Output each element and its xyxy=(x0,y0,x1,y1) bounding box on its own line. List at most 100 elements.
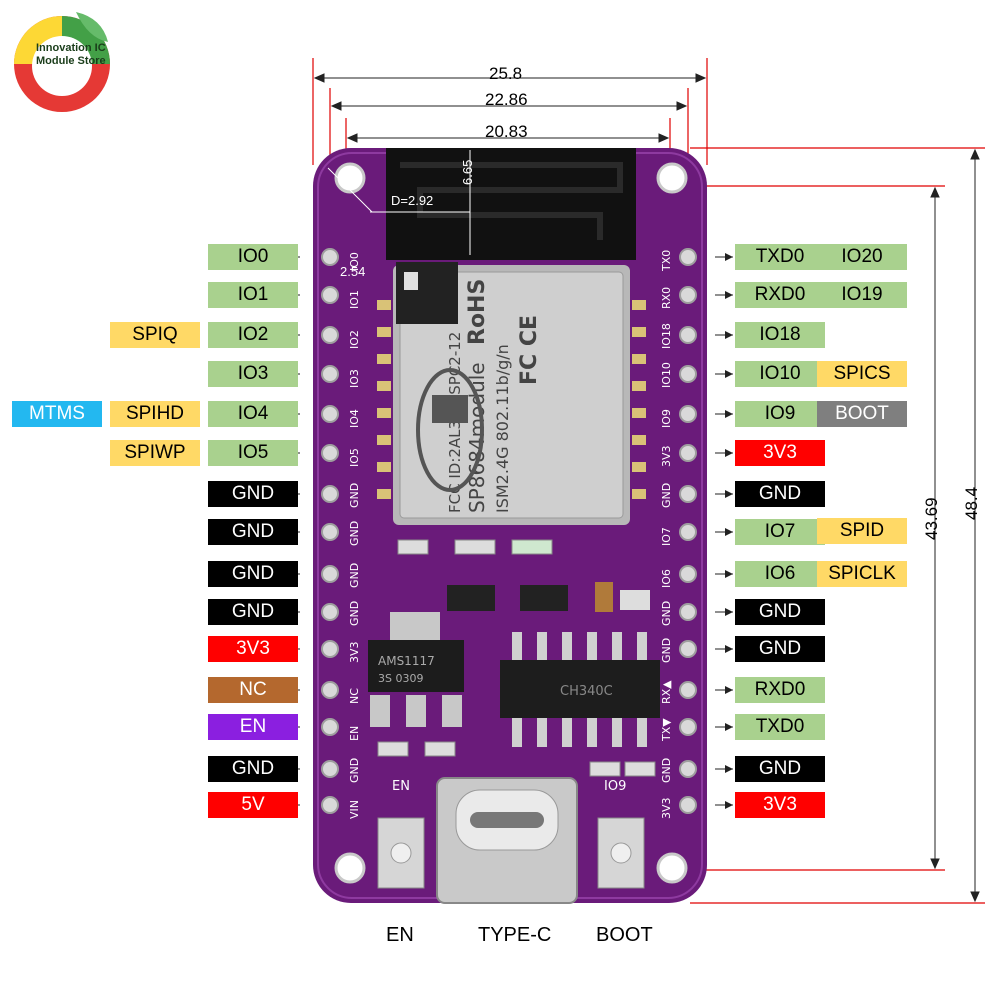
right-pin-hole xyxy=(679,286,697,304)
right-pin-label: TXD0 xyxy=(735,244,825,270)
label-mtms: MTMS xyxy=(12,401,102,427)
left-pin-hole xyxy=(321,405,339,423)
left-pin-label: IO0 xyxy=(208,244,298,270)
left-pin-silk: EN xyxy=(348,726,361,741)
left-pin-label: 3V3 xyxy=(208,636,298,662)
label-spihd: SPIHD xyxy=(110,401,200,427)
left-pin-silk: GND xyxy=(348,601,361,626)
left-pin-header: IO0IO1IO2IO3IO4IO5GNDGNDGNDGND3V3NCENGND… xyxy=(321,248,361,819)
right-pin-silk: IO6 xyxy=(660,569,673,588)
label-spid: SPID xyxy=(817,518,907,544)
right-pin-label: RXD0 xyxy=(735,677,825,703)
right-pin-arrow-head xyxy=(725,291,733,299)
right-pin-arrow-head xyxy=(725,410,733,418)
label-boot: BOOT xyxy=(817,401,907,427)
right-pin-hole xyxy=(679,681,697,699)
right-pin-arrow-head xyxy=(725,765,733,773)
right-pin-silk: IO10 xyxy=(660,362,673,388)
left-pin-silk: IO5 xyxy=(348,448,361,467)
right-pin-label: 3V3 xyxy=(735,792,825,818)
label-io19: IO19 xyxy=(817,282,907,308)
dim-height-outer: 48.4 xyxy=(962,486,981,520)
right-pin-arrow-head xyxy=(725,449,733,457)
right-pin-silk: 3V3 xyxy=(660,797,673,819)
inner-dimension-lines xyxy=(327,150,471,255)
board-io9-silk: IO9 xyxy=(604,779,626,794)
right-pin-label: GND xyxy=(735,599,825,625)
left-pin-hole xyxy=(321,523,339,541)
brand-name: Innovation IC Module Store xyxy=(36,42,106,68)
right-pin-hole xyxy=(679,603,697,621)
left-pin-silk: IO1 xyxy=(348,290,361,309)
module-model: SP8684module xyxy=(465,362,489,513)
left-pin-hole xyxy=(321,565,339,583)
left-pin-silk: IO2 xyxy=(348,330,361,349)
right-pin-silk: GND xyxy=(660,638,673,663)
left-pin-silk: 3V3 xyxy=(348,641,361,663)
left-pin-label: GND xyxy=(208,519,298,545)
right-pin-silk: TX0 xyxy=(660,250,673,272)
right-pin-silk: 3V3 xyxy=(660,445,673,467)
right-pin-arrow-head xyxy=(725,528,733,536)
regulator-legs xyxy=(370,695,462,727)
left-pin-hole xyxy=(321,286,339,304)
left-pin-silk: IO0 xyxy=(348,252,361,271)
right-dimension-arrows xyxy=(930,148,980,903)
regulator-tab xyxy=(390,612,440,642)
right-pin-silk: GND xyxy=(660,601,673,626)
dim-width-mid: 22.86 xyxy=(485,90,528,109)
label-spiclk: SPICLK xyxy=(817,561,907,587)
right-pin-hole xyxy=(679,444,697,462)
left-pin-label: NC xyxy=(208,677,298,703)
left-pin-label: IO3 xyxy=(208,361,298,387)
dim-width-inner: 20.83 xyxy=(485,122,528,141)
left-pin-hole xyxy=(321,365,339,383)
bottom-caps xyxy=(377,741,656,777)
dim-height-holes: 43.69 xyxy=(922,497,941,540)
right-pin-arrow-head xyxy=(725,490,733,498)
dim-antenna-height: 6.65 xyxy=(460,159,475,185)
right-pin-label: IO6 xyxy=(735,561,825,587)
left-pin-silk: GND xyxy=(348,758,361,783)
right-pin-arrow-head xyxy=(725,801,733,809)
right-dimension-lines xyxy=(690,147,985,904)
right-pin-hole xyxy=(679,523,697,541)
right-pin-label: IO9 xyxy=(735,401,825,427)
left-pin-hole xyxy=(321,681,339,699)
bottom-label-en: EN xyxy=(386,924,414,946)
right-pin-arrow-head xyxy=(725,253,733,261)
left-pin-label: GND xyxy=(208,561,298,587)
right-pin-header: TX0RX0IO18IO10IO93V3GNDIO7IO6GNDGNDRX▲TX… xyxy=(660,248,697,819)
transistors xyxy=(447,582,650,612)
right-pin-hole xyxy=(679,365,697,383)
en-button[interactable] xyxy=(377,817,425,889)
right-pin-silk: GND xyxy=(660,758,673,783)
dim-width-outer: 25.8 xyxy=(489,64,523,83)
ams-text: AMS1117 xyxy=(378,654,435,668)
board-en-silk: EN xyxy=(392,779,410,794)
right-pin-silk: TX▼ xyxy=(660,718,673,742)
right-pin-arrow-head xyxy=(725,331,733,339)
right-pin-label: 3V3 xyxy=(735,440,825,466)
top-dimension-arrows xyxy=(313,73,707,143)
wifi-logo xyxy=(416,368,484,492)
left-pin-hole xyxy=(321,444,339,462)
module-rohs: RoHS xyxy=(465,279,490,345)
left-pin-label: GND xyxy=(208,599,298,625)
left-pin-silk: VIN xyxy=(348,800,361,819)
left-pin-hole xyxy=(321,603,339,621)
left-pin-silk: GND xyxy=(348,521,361,546)
module-band: ISM2.4G 802.11b/g/n xyxy=(493,344,512,513)
dim-hole-diameter: D=2.92 xyxy=(391,193,434,208)
brand-logo xyxy=(6,8,118,120)
boot-button[interactable] xyxy=(597,817,645,889)
ams-code: 3S 0309 xyxy=(378,672,423,685)
left-pin-silk: NC xyxy=(348,688,361,704)
dim-pin-pitch: 2.54 xyxy=(340,264,366,279)
right-pin-label: IO7 xyxy=(735,519,825,545)
left-pin-label: 5V xyxy=(208,792,298,818)
right-pin-hole xyxy=(679,248,697,266)
smd-leds xyxy=(397,539,553,555)
label-spics: SPICS xyxy=(817,361,907,387)
